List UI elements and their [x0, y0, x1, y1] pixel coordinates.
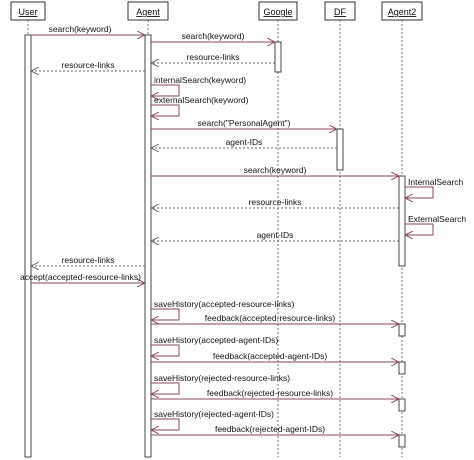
- activation-bar-agent2: [398, 434, 406, 448]
- participant-google: Google: [258, 1, 298, 21]
- message-label: agent-IDs: [257, 230, 294, 240]
- message-label: search(keyword): [244, 165, 307, 175]
- message-18: feedback(accepted-agent-IDs): [151, 351, 399, 362]
- message-label: resource-links: [249, 197, 302, 207]
- message-label: saveHistory(rejected-agent-IDs): [154, 409, 274, 419]
- message-label: internalSearch(keyword): [154, 75, 246, 85]
- participant-agent: Agent: [127, 1, 169, 21]
- message-label: externalSearch(keyword): [154, 95, 249, 105]
- message-label: feedback(accepted-agent-IDs): [213, 351, 328, 361]
- self-call-arrow: [405, 186, 434, 198]
- self-call-arrow: [151, 84, 180, 96]
- message-label: accept(accepted-resource-links): [20, 272, 141, 282]
- message-label: search(keyword): [49, 24, 112, 34]
- message-19: saveHistory(rejected-resource-links): [151, 373, 290, 394]
- self-call-arrow: [151, 104, 180, 116]
- message-label: agent-IDs: [226, 137, 263, 147]
- message-7: agent-IDs: [151, 137, 337, 148]
- self-call-arrow: [405, 223, 434, 235]
- message-13: resource-links: [31, 255, 145, 266]
- message-5: externalSearch(keyword): [151, 95, 249, 116]
- message-22: feedback(rejected-agent-IDs): [151, 424, 399, 435]
- message-0: search(keyword): [31, 24, 145, 35]
- participant-agent2: Agent2: [381, 1, 423, 21]
- activation-bar-google: [274, 41, 282, 73]
- participant-label: DF: [334, 7, 346, 17]
- message-1: search(keyword): [151, 31, 275, 42]
- message-label: resource-links: [62, 255, 115, 265]
- participant-user: User: [10, 1, 46, 21]
- message-14: accept(accepted-resource-links): [20, 272, 145, 283]
- message-label: feedback(accepted-resource-links): [205, 313, 336, 323]
- self-call-arrow: [151, 418, 180, 430]
- message-11: ExternalSearch: [405, 214, 466, 235]
- participant-label: Google: [263, 7, 292, 17]
- self-call-arrow: [151, 344, 180, 356]
- activation-bar-agent2: [398, 361, 406, 375]
- message-label: saveHistory(accepted-agent-IDs): [154, 335, 278, 345]
- message-3: resource-links: [31, 60, 145, 71]
- message-label: saveHistory(rejected-resource-links): [154, 373, 290, 383]
- participant-label: Agent2: [388, 7, 417, 17]
- message-label: saveHistory(accepted-resource-links): [154, 299, 294, 309]
- activation-bar-agent2: [398, 323, 406, 337]
- message-label: feedback(rejected-resource-links): [207, 388, 333, 398]
- message-17: saveHistory(accepted-agent-IDs): [151, 335, 278, 356]
- participant-label: Agent: [136, 7, 160, 17]
- self-call-arrow: [151, 308, 180, 320]
- message-21: saveHistory(rejected-agent-IDs): [151, 409, 274, 430]
- message-15: saveHistory(accepted-resource-links): [151, 299, 294, 320]
- message-12: agent-IDs: [151, 230, 399, 241]
- message-label: ExternalSearch: [408, 214, 466, 224]
- activation-bar-agent2: [398, 398, 406, 412]
- message-label: resource-links: [62, 60, 115, 70]
- message-9: InternalSearch: [405, 177, 464, 198]
- message-label: InternalSearch: [408, 177, 464, 187]
- message-label: resource-links: [187, 52, 240, 62]
- message-label: search("PersonalAgent"): [198, 118, 291, 128]
- message-label: search(keyword): [182, 31, 245, 41]
- message-8: search(keyword): [151, 165, 399, 176]
- message-label: feedback(rejected-agent-IDs): [215, 424, 325, 434]
- message-6: search("PersonalAgent"): [151, 118, 337, 129]
- message-4: internalSearch(keyword): [151, 75, 246, 96]
- self-call-arrow: [151, 382, 180, 394]
- activation-bar-df: [336, 128, 344, 171]
- message-20: feedback(rejected-resource-links): [151, 388, 399, 399]
- message-10: resource-links: [151, 197, 399, 208]
- activation-bar-agent2: [398, 175, 406, 267]
- participant-df: DF: [324, 1, 356, 21]
- participant-label: User: [18, 7, 37, 17]
- activation-bar-agent: [144, 34, 152, 458]
- message-2: resource-links: [151, 52, 275, 63]
- message-16: feedback(accepted-resource-links): [151, 313, 399, 324]
- activation-bar-user: [24, 34, 32, 458]
